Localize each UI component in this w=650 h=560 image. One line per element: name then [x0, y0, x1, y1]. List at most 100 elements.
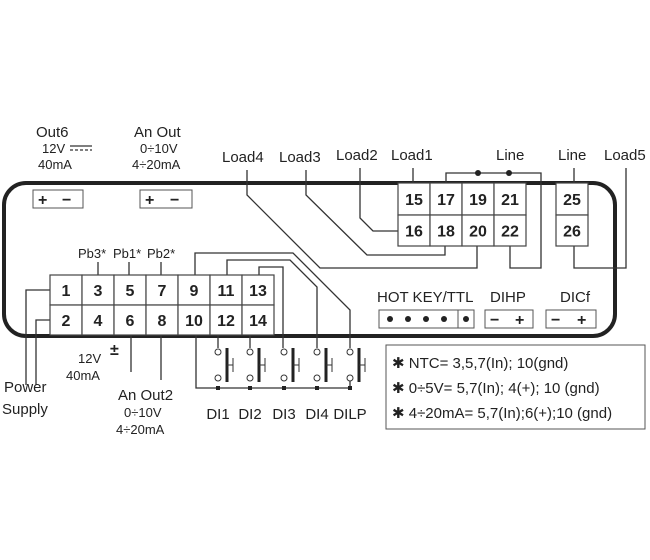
- terminal-3[interactable]: 3: [81, 274, 115, 306]
- svg-text:+: +: [145, 192, 154, 209]
- terminal-18[interactable]: 18: [429, 214, 463, 247]
- terminal-10[interactable]: 10: [177, 304, 211, 336]
- terminal-5[interactable]: 5: [113, 274, 147, 306]
- terminal-1[interactable]: 1: [49, 274, 83, 306]
- terminal-number: 19: [469, 192, 487, 209]
- terminal-number: 15: [405, 192, 423, 209]
- terminal-number: 13: [249, 283, 267, 300]
- probe-pb3: Pb3*: [78, 246, 106, 261]
- anout2-voltage: 0÷10V: [124, 405, 162, 420]
- supply-label: Supply: [2, 401, 48, 418]
- power-label: Power: [4, 379, 47, 396]
- switch-di1-icon: [214, 348, 234, 390]
- hotkey-port[interactable]: [378, 309, 475, 329]
- anout-label: An Out: [134, 124, 182, 141]
- terminal-16[interactable]: 16: [397, 214, 431, 247]
- out6-label: Out6: [36, 124, 69, 141]
- hotkey-label: HOT KEY/TTL: [377, 289, 473, 306]
- terminal-number: 7: [158, 283, 167, 300]
- svg-text:+: +: [577, 312, 586, 329]
- terminal-number: 10: [185, 313, 203, 330]
- wires: [25, 168, 627, 389]
- anout-current: 4÷20mA: [132, 157, 181, 172]
- terminal-17[interactable]: 17: [429, 182, 463, 216]
- terminal-number: 12: [217, 313, 235, 330]
- line-label-1: Line: [496, 147, 524, 164]
- terminal-15[interactable]: 15: [397, 182, 431, 216]
- svg-text:+: +: [38, 192, 47, 209]
- dicf-label: DICf: [560, 289, 591, 306]
- switch-dilp-icon: [346, 348, 366, 390]
- terminal-2[interactable]: 2: [49, 304, 83, 336]
- terminal-6[interactable]: 6: [113, 304, 147, 336]
- junction-dots: [475, 170, 512, 176]
- anout2-current: 4÷20mA: [116, 422, 165, 437]
- aux-voltage: 12V: [78, 351, 101, 366]
- load3-label: Load3: [279, 149, 321, 166]
- di-label: DI4: [305, 406, 328, 423]
- terminal-14[interactable]: 14: [241, 304, 275, 336]
- terminal-number: 25: [563, 192, 581, 209]
- terminal-number: 18: [437, 224, 455, 241]
- terminal-number: 14: [249, 313, 267, 330]
- terminal-number: 21: [501, 192, 519, 209]
- svg-text:−: −: [62, 192, 71, 209]
- di-label: DI3: [272, 406, 295, 423]
- terminal-25[interactable]: 25: [555, 182, 589, 216]
- svg-text:−: −: [170, 192, 179, 209]
- terminal-number: 17: [437, 192, 455, 209]
- terminal-19[interactable]: 19: [461, 182, 495, 216]
- terminal-number: 1: [62, 283, 71, 300]
- out6-current: 40mA: [38, 157, 72, 172]
- terminal-11[interactable]: 11: [209, 274, 243, 306]
- out6-voltage: 12V: [42, 141, 65, 156]
- switch-di2-icon: [246, 348, 266, 390]
- terminal-12[interactable]: 12: [209, 304, 243, 336]
- out6-connector: + −: [32, 189, 84, 209]
- svg-text:−: −: [551, 312, 560, 329]
- note-0-5v: ✱ 0÷5V= 5,7(In); 4(+); 10 (gnd): [392, 380, 600, 397]
- terminal-13[interactable]: 13: [241, 274, 275, 306]
- terminal-number: 8: [158, 313, 167, 330]
- load4-label: Load4: [222, 149, 264, 166]
- terminal-8[interactable]: 8: [145, 304, 179, 336]
- terminal-number: 9: [190, 283, 199, 300]
- anout2-label: An Out2: [118, 387, 173, 404]
- probe-pb1: Pb1*: [113, 246, 141, 261]
- note-ntc: ✱ NTC= 3,5,7(In); 10(gnd): [392, 355, 568, 372]
- terminal-26[interactable]: 26: [555, 214, 589, 247]
- terminal-4[interactable]: 4: [81, 304, 115, 336]
- svg-text:+: +: [515, 312, 524, 329]
- note-4-20ma: ✱ 4÷20mA= 5,7(In);6(+);10 (gnd): [392, 405, 612, 422]
- switch-di3-icon: [280, 348, 300, 390]
- terminal-number: 26: [563, 224, 581, 241]
- aux-current: 40mA: [66, 368, 100, 383]
- terminal-number: 16: [405, 224, 423, 241]
- terminal-number: 2: [62, 313, 71, 330]
- terminal-number: 3: [94, 283, 103, 300]
- terminal-20[interactable]: 20: [461, 214, 495, 247]
- terminal-number: 4: [94, 313, 103, 330]
- terminal-number: 5: [126, 283, 135, 300]
- notes-box: ✱ NTC= 3,5,7(In); 10(gnd) ✱ 0÷5V= 5,7(In…: [385, 344, 646, 430]
- di-label: DI1: [206, 406, 229, 423]
- dihp-connector: − +: [484, 309, 534, 329]
- load2-label: Load2: [336, 147, 378, 164]
- terminal-number: 6: [126, 313, 135, 330]
- probe-pb2: Pb2*: [147, 246, 175, 261]
- terminal-22[interactable]: 22: [493, 214, 527, 247]
- dc-symbol-icon: [70, 145, 92, 151]
- di-label: DILP: [333, 406, 366, 423]
- terminal-21[interactable]: 21: [493, 182, 527, 216]
- svg-text:−: −: [490, 312, 499, 329]
- load1-label: Load1: [391, 147, 433, 164]
- terminal-7[interactable]: 7: [145, 274, 179, 306]
- svg-text:±: ±: [110, 342, 119, 359]
- anout-connector: + −: [139, 189, 193, 209]
- dihp-label: DIHP: [490, 289, 526, 306]
- dc-plus-symbol-icon: ±: [110, 342, 119, 359]
- anout-voltage: 0÷10V: [140, 141, 178, 156]
- terminal-number: 11: [218, 283, 235, 300]
- terminal-9[interactable]: 9: [177, 274, 211, 306]
